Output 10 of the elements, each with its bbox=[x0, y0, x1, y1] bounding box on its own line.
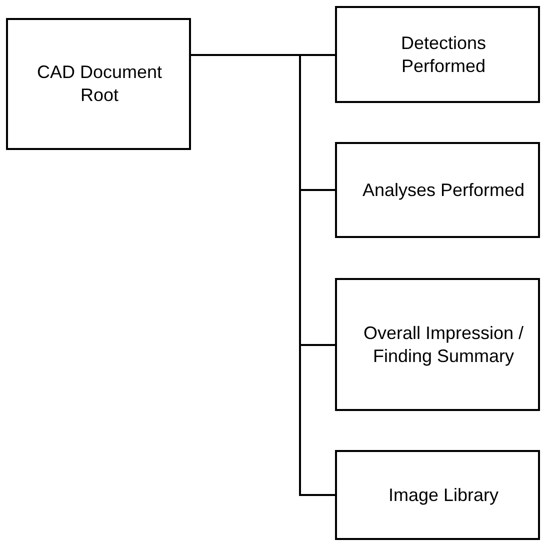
hierarchy-box bbox=[6, 18, 191, 150]
box-label: Image Library bbox=[388, 484, 499, 506]
hierarchy-box bbox=[335, 450, 540, 540]
box-label: CAD Document Root bbox=[36, 61, 164, 107]
box-label: Analyses Performed bbox=[362, 178, 525, 202]
hierarchy-box bbox=[335, 278, 540, 411]
box-label: Detections Performed bbox=[400, 32, 488, 78]
hierarchy-box bbox=[335, 142, 540, 238]
box-label: Overall Impression / Finding Summary bbox=[362, 322, 525, 368]
hierarchy-box bbox=[335, 6, 540, 103]
